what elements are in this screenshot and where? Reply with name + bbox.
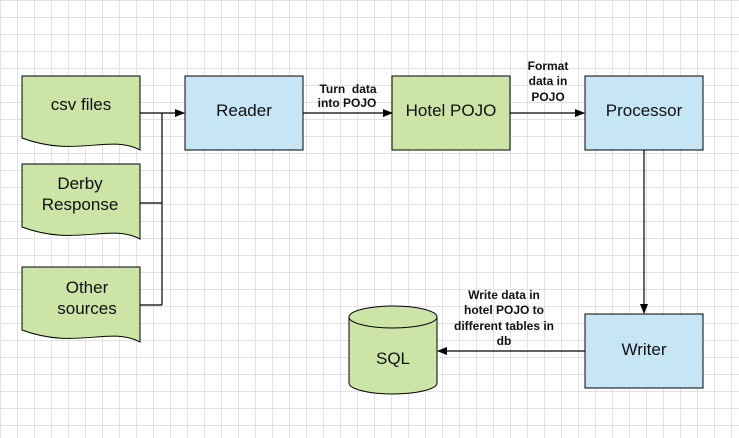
- sql-cylinder-body: [348, 317, 438, 395]
- writer-to-sql-label-line2: hotel POJO to: [464, 303, 544, 317]
- csv-files-shape: [21, 75, 141, 151]
- writer-to-sql-label-line3: different tables in: [454, 319, 554, 333]
- other-sources-node: Other sources: [21, 266, 141, 343]
- reader-to-pojo-label-line2: into POJO: [318, 96, 377, 110]
- pojo-to-processor-label-line2: data in: [529, 74, 568, 88]
- pojo-to-processor-label-line1: Format: [528, 59, 569, 73]
- hotel-pojo-node: Hotel POJO: [391, 75, 511, 151]
- other-sources-shape: [21, 266, 141, 343]
- other-sources-label-line1: Other: [66, 278, 109, 297]
- sql-database-node: SQL: [348, 305, 438, 395]
- sql-label: SQL: [376, 349, 410, 368]
- writer-to-sql-label-line1: Write data in: [468, 288, 540, 302]
- reader-node: Reader: [184, 75, 304, 151]
- processor-box: [584, 75, 704, 151]
- reader-label: Reader: [216, 101, 272, 120]
- source-connectors: [140, 109, 185, 306]
- writer-label: Writer: [621, 340, 666, 359]
- writer-box: [584, 313, 704, 389]
- csv-files-label: csv files: [51, 95, 111, 114]
- writer-node: Writer: [584, 313, 704, 389]
- processor-node: Processor: [584, 75, 704, 151]
- derby-response-shape: [21, 163, 141, 240]
- derby-response-label-line2: Response: [42, 195, 119, 214]
- derby-response-node: Derby Response: [21, 163, 141, 240]
- pojo-to-processor-label-line3: POJO: [531, 90, 564, 104]
- derby-response-label-line1: Derby: [57, 174, 103, 193]
- reader-box: [184, 75, 304, 151]
- reader-to-pojo-label-line1: Turn data: [319, 82, 376, 96]
- csv-files-node: csv files: [21, 75, 141, 151]
- other-sources-label-line2: sources: [57, 299, 117, 318]
- hotel-pojo-label: Hotel POJO: [406, 101, 497, 120]
- sql-cylinder-top: [348, 305, 438, 329]
- processor-label: Processor: [606, 101, 683, 120]
- writer-to-sql-label-line4: db: [497, 334, 512, 348]
